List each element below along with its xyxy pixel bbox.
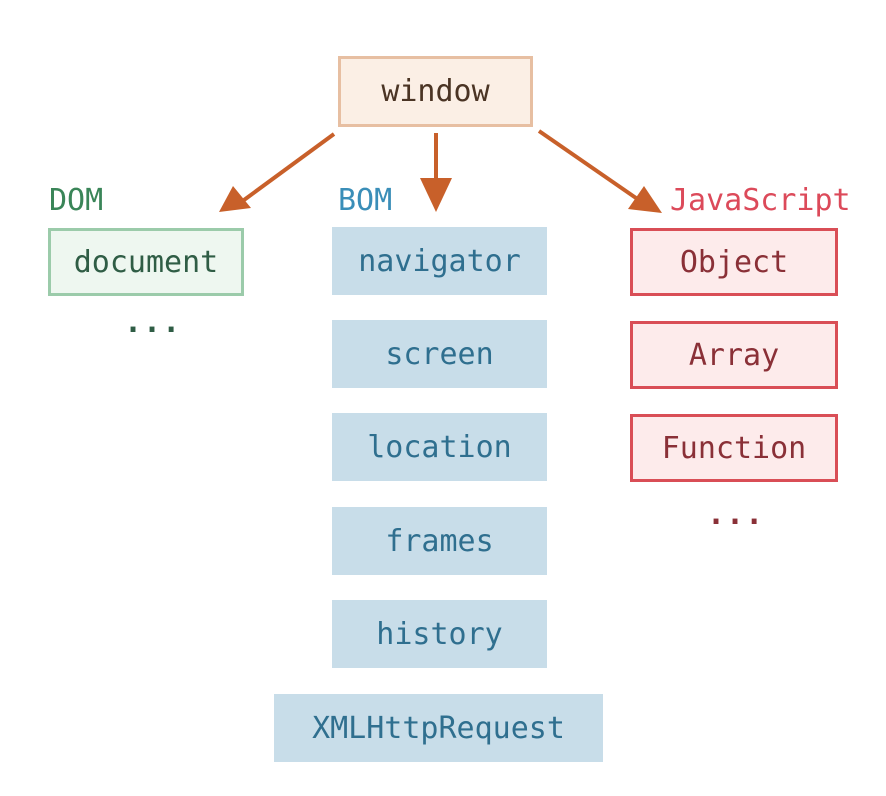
bom-item-label: screen — [385, 336, 494, 372]
window-node: window — [338, 56, 533, 127]
window-label: window — [381, 74, 490, 109]
dom-ellipsis: ... — [124, 305, 182, 340]
arrow-to-dom — [219, 132, 336, 212]
bom-item-location: location — [332, 413, 547, 481]
bom-item-label: navigator — [358, 243, 521, 279]
javascript-ellipsis: ... — [707, 497, 765, 532]
javascript-item-label: Function — [661, 430, 807, 466]
bom-item-label: frames — [385, 523, 494, 559]
bom-item-label: history — [376, 616, 503, 652]
arrow-to-javascript — [537, 129, 662, 213]
bom-item-history: history — [332, 600, 547, 668]
arrow-to-bom — [420, 133, 452, 212]
bom-item-screen: screen — [332, 320, 547, 388]
dom-item-label: document — [73, 244, 219, 280]
bom-heading: BOM — [338, 183, 393, 218]
bom-item-navigator: navigator — [332, 227, 547, 295]
dom-item-document: document — [48, 228, 244, 296]
bom-item-xmlhttprequest: XMLHttpRequest — [274, 694, 603, 762]
javascript-item-function: Function — [630, 414, 838, 482]
javascript-item-label: Array — [688, 337, 780, 373]
javascript-item-object: Object — [630, 228, 838, 296]
bom-item-label: XMLHttpRequest — [312, 710, 565, 746]
bom-item-label: location — [367, 429, 512, 465]
bom-item-frames: frames — [332, 507, 547, 575]
javascript-item-label: Object — [679, 244, 789, 280]
dom-heading: DOM — [49, 183, 104, 218]
javascript-item-array: Array — [630, 321, 838, 389]
javascript-heading: JavaScript — [670, 183, 851, 218]
